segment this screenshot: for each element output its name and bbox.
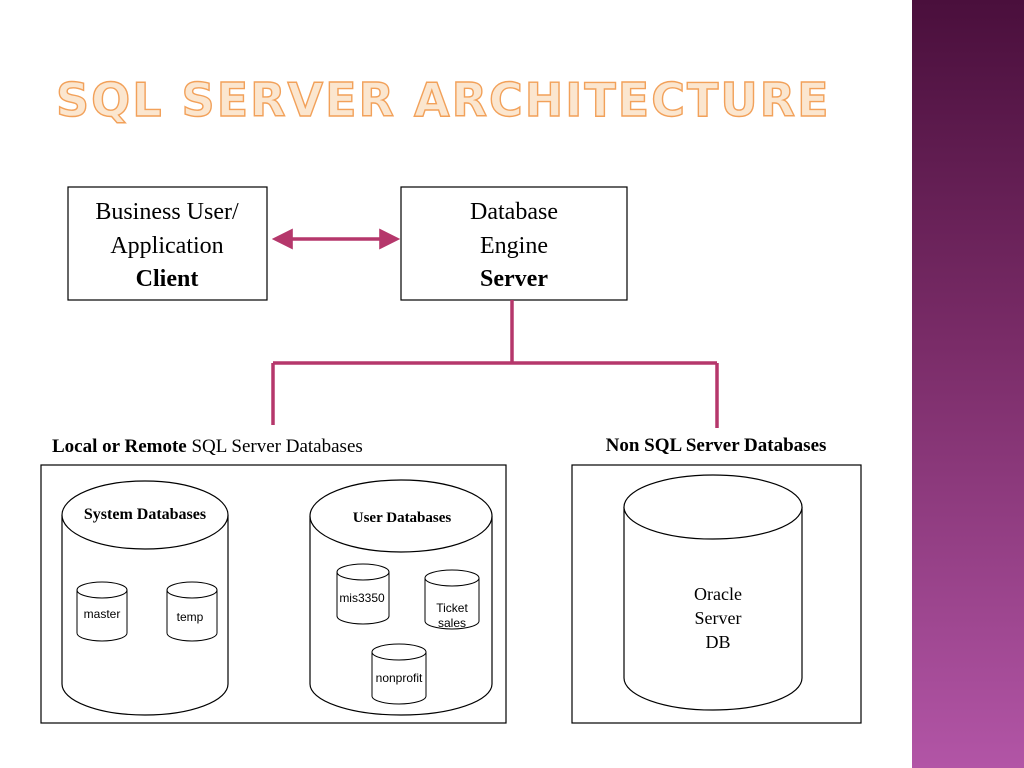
- mis3350-db-cylinder: [336, 563, 390, 625]
- oracle-db-cylinder: [623, 474, 803, 711]
- temp-db-label: temp: [177, 610, 204, 624]
- master-db-label: master: [84, 607, 121, 621]
- system-databases-label: System Databases: [84, 506, 206, 523]
- oracle-line-1: Oracle: [694, 584, 742, 604]
- temp-db-cylinder: [166, 581, 218, 642]
- ticket-sales-db-cylinder: [424, 569, 480, 630]
- nonprofit-db-label: nonprofit: [376, 671, 423, 685]
- client-box: Business User/ Application Client: [67, 186, 268, 301]
- local-heading-rest: SQL Server Databases: [191, 436, 362, 457]
- system-databases-cylinder: [61, 480, 229, 716]
- mis3350-db-label: mis3350: [339, 591, 385, 605]
- nonsql-section-heading: Non SQL Server Databases: [606, 435, 827, 456]
- oracle-line-3: DB: [705, 632, 730, 652]
- slide-title: SQL SERVER ARCHITECTURE: [55, 72, 831, 127]
- server-line-3: Server: [480, 266, 548, 292]
- local-heading-bold: Local or Remote: [52, 436, 187, 457]
- master-db-cylinder: [76, 581, 128, 642]
- client-line-3: Client: [136, 266, 199, 292]
- user-databases-label: User Databases: [353, 510, 452, 526]
- client-line-1: Business User/: [95, 199, 239, 225]
- local-section-heading: Local or Remote SQL Server Databases: [52, 436, 363, 457]
- server-line-1: Database: [470, 199, 558, 225]
- client-line-2: Application: [110, 233, 223, 259]
- decorative-side-band: [912, 0, 1024, 768]
- server-tree-connector: [271, 300, 719, 428]
- oracle-line-2: Server: [695, 608, 742, 628]
- nonprofit-db-cylinder: [371, 643, 427, 705]
- server-box: Database Engine Server: [400, 186, 628, 301]
- server-line-2: Engine: [480, 233, 548, 259]
